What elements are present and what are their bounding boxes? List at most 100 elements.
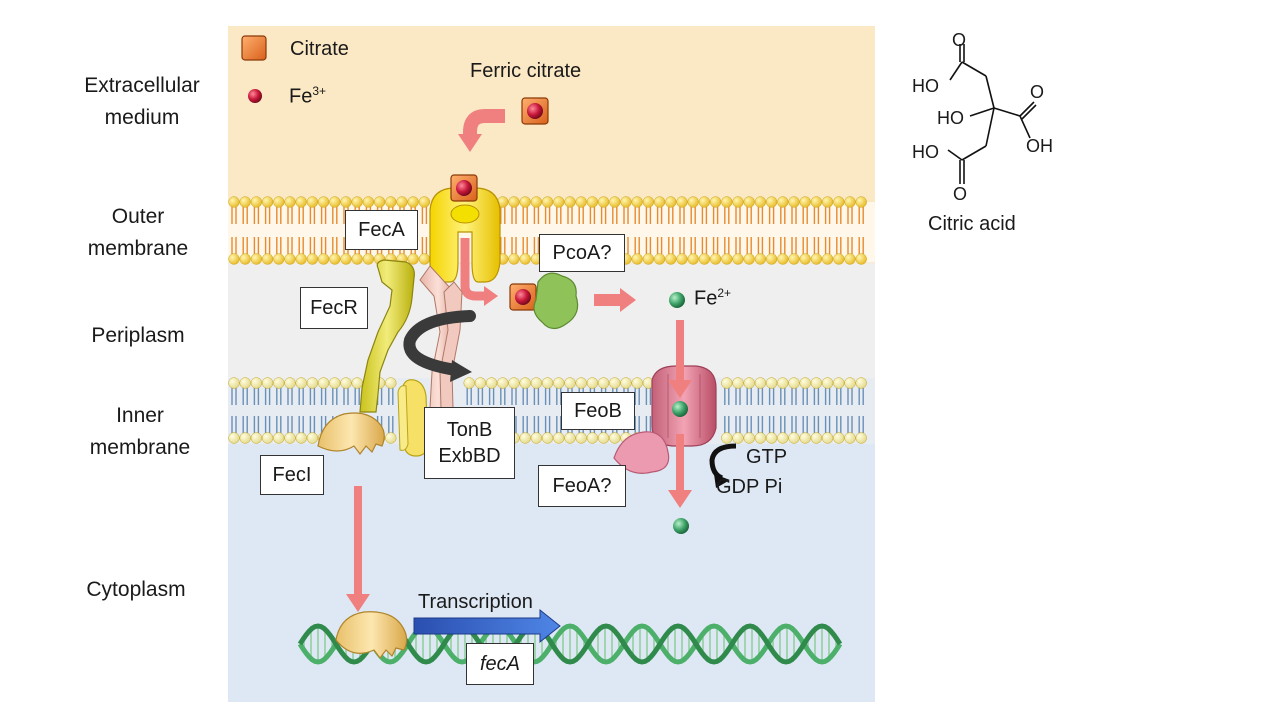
tonb-exbbd-label: TonB ExbBD xyxy=(424,407,515,479)
lipid-head xyxy=(564,377,576,389)
legend-iron3-base: Fe xyxy=(289,85,313,108)
lipid-head xyxy=(844,196,856,208)
extracellular-region xyxy=(228,26,875,202)
lipid-head xyxy=(362,196,375,208)
chem-o-bottom: O xyxy=(953,184,968,204)
region-extracellular-label: Extracellular medium xyxy=(42,70,242,134)
lipid-head xyxy=(239,377,251,389)
lipid-head xyxy=(788,253,800,265)
lipid-head xyxy=(228,432,240,444)
lipid-head xyxy=(597,432,610,444)
lipid-head xyxy=(362,253,375,265)
iron2-label: Fe2+ xyxy=(694,286,731,311)
lipid-head xyxy=(821,432,834,444)
lipid-head xyxy=(295,253,307,265)
lipid-head xyxy=(721,253,733,265)
lipid-head xyxy=(273,253,285,265)
lipid-head xyxy=(317,253,330,265)
lipid-head xyxy=(754,377,767,389)
lipid-head xyxy=(373,196,386,208)
lipid-head xyxy=(620,196,632,208)
lipid-head xyxy=(631,196,643,208)
lipid-head xyxy=(261,432,274,444)
lipid-head xyxy=(833,432,845,444)
region-outer-line1: Outer xyxy=(111,205,165,228)
lipid-head xyxy=(340,377,352,389)
lipid-head xyxy=(777,253,789,265)
lipid-head xyxy=(295,432,307,444)
lipid-head xyxy=(721,377,733,389)
lipid-head xyxy=(754,432,767,444)
lipid-head xyxy=(855,377,867,389)
lipid-head xyxy=(385,196,397,208)
lipid-head xyxy=(508,196,520,208)
lipid-head xyxy=(777,432,789,444)
lipid-head xyxy=(553,377,565,389)
lipid-head xyxy=(541,196,554,208)
lipid-head xyxy=(844,377,856,389)
lipid-head xyxy=(329,196,341,208)
lipid-head xyxy=(317,377,330,389)
feca-plug xyxy=(450,204,480,224)
feca-gene-label: fecA xyxy=(466,643,534,685)
chem-o-right: O xyxy=(1030,82,1045,102)
lipid-head xyxy=(530,432,543,444)
lipid-head xyxy=(530,377,543,389)
lipid-head xyxy=(463,377,475,389)
lipid-head xyxy=(855,253,867,265)
region-inner-line1: Inner xyxy=(116,404,164,427)
lipid-head xyxy=(732,432,744,444)
lipid-head xyxy=(261,196,274,208)
lipid-head xyxy=(833,196,845,208)
lipid-head xyxy=(530,196,543,208)
lipid-head xyxy=(754,253,767,265)
tonb-label: TonB xyxy=(446,419,493,441)
lipid-head xyxy=(273,377,285,389)
lipid-head xyxy=(329,377,341,389)
lipid-head xyxy=(609,432,621,444)
lipid-head xyxy=(306,253,319,265)
lipid-head xyxy=(665,196,677,208)
lipid-head xyxy=(698,253,711,265)
feoa-label: FeoA? xyxy=(538,465,626,507)
citric-acid-structure xyxy=(947,44,1037,184)
lipid-head xyxy=(340,253,352,265)
lipid-head xyxy=(351,196,363,208)
gdp-pi-label: GDP Pi xyxy=(716,476,783,498)
iron2-sup: 2+ xyxy=(717,286,732,300)
lipid-head xyxy=(519,253,531,265)
lipid-head xyxy=(597,196,610,208)
feca-label: FecA xyxy=(345,210,418,250)
lipid-head xyxy=(709,253,722,265)
lipid-head xyxy=(833,377,845,389)
iron2-channel-icon xyxy=(672,401,688,417)
feci-protein xyxy=(317,412,385,455)
chem-oh-right: OH xyxy=(1026,136,1053,156)
lipid-head xyxy=(855,196,867,208)
dna-strand xyxy=(297,623,843,665)
lipid-head xyxy=(418,253,431,265)
lipid-head xyxy=(586,432,599,444)
legend-iron3-label: Fe3+ xyxy=(289,84,326,109)
lipid-head xyxy=(273,432,285,444)
lipid-head xyxy=(385,432,397,444)
legend-citrate-label: Citrate xyxy=(290,38,349,60)
lipid-head xyxy=(250,196,263,208)
lipid-head xyxy=(250,432,263,444)
uptake-arrow-head xyxy=(458,134,482,152)
region-inner-membrane-label: Inner membrane xyxy=(40,400,240,464)
iron2-periplasm-icon xyxy=(669,292,685,308)
feci-label: FecI xyxy=(260,455,324,495)
lipid-head xyxy=(810,377,823,389)
lipid-head xyxy=(541,377,554,389)
lipid-head xyxy=(777,196,789,208)
feci-on-dna xyxy=(335,611,408,659)
lipid-head xyxy=(642,196,655,208)
lipid-head xyxy=(474,377,487,389)
lipid-head xyxy=(295,377,307,389)
lipid-head xyxy=(732,377,744,389)
lipid-head xyxy=(788,196,800,208)
lipid-head xyxy=(228,253,240,265)
lipid-head xyxy=(418,196,431,208)
